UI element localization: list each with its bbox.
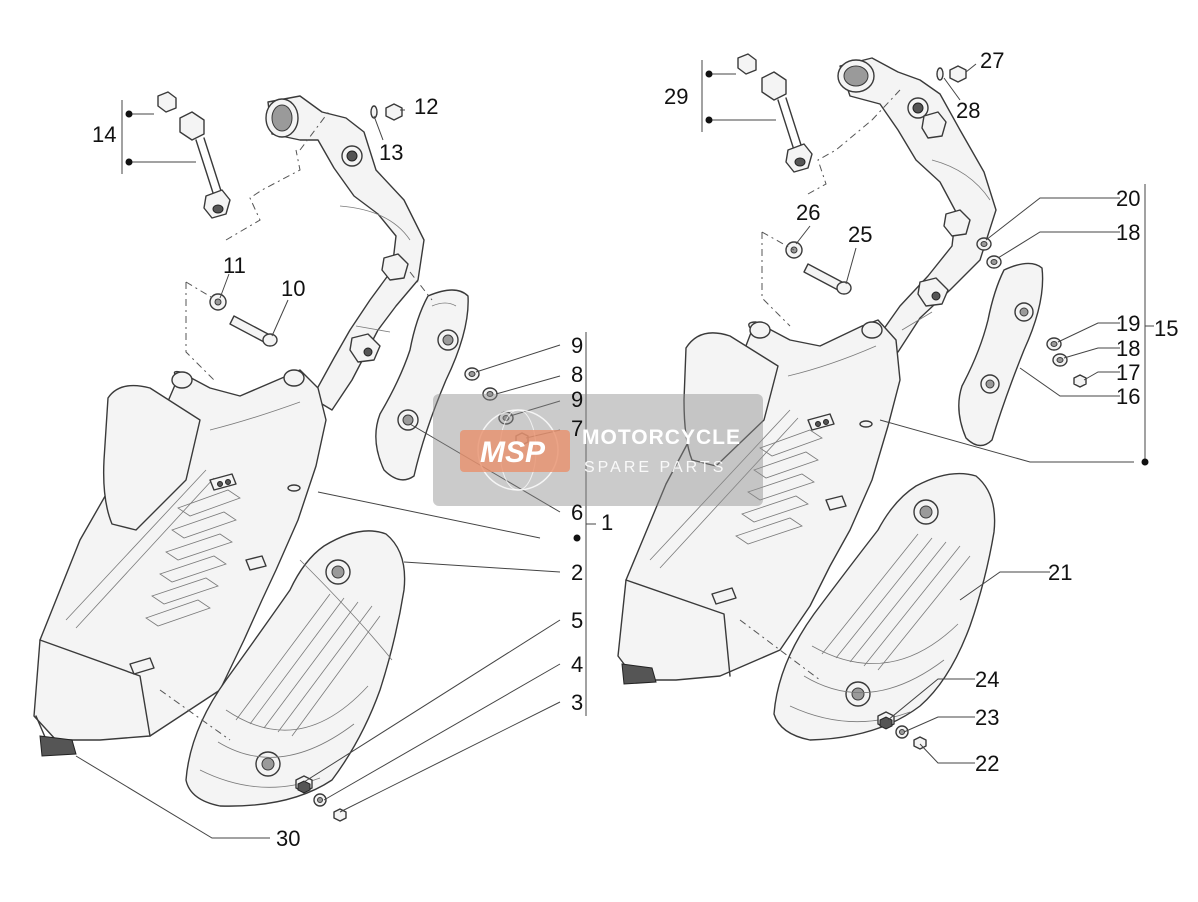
callout-8: 8 xyxy=(571,362,583,387)
callout-14: 14 xyxy=(92,122,116,147)
callout-2: 2 xyxy=(571,560,583,585)
callout-21: 21 xyxy=(1048,560,1072,585)
oxygen-sensor-right xyxy=(737,53,813,173)
callout-16: 16 xyxy=(1116,384,1140,409)
callout-26: 26 xyxy=(796,200,820,225)
callout-29: 29 xyxy=(664,84,688,109)
callout-6: 6 xyxy=(571,500,583,525)
callout-18b: 18 xyxy=(1116,336,1140,361)
callout-30: 30 xyxy=(276,826,300,851)
callout-24: 24 xyxy=(975,667,999,692)
callout-10: 10 xyxy=(281,276,305,301)
heat-shield-large-right xyxy=(773,472,996,741)
silencer-body-left xyxy=(33,369,327,757)
right-exhaust-assembly xyxy=(617,53,1087,750)
callout-4: 4 xyxy=(571,652,583,677)
callout-13: 13 xyxy=(379,140,403,165)
callout-19: 19 xyxy=(1116,311,1140,336)
callout-5: 5 xyxy=(571,608,583,633)
callout-labels: 14 12 13 11 10 9 8 9 7 6 1 2 5 4 3 30 29… xyxy=(92,48,1178,851)
callout-27: 27 xyxy=(980,48,1004,73)
watermark-line2: SPARE PARTS xyxy=(584,459,726,476)
left-exhaust-assembly xyxy=(33,91,529,822)
callout-18a: 18 xyxy=(1116,220,1140,245)
heat-shield-small-left xyxy=(375,289,469,481)
callout-17: 17 xyxy=(1116,360,1140,385)
oxygen-sensor-left xyxy=(157,91,231,219)
exhaust-manifold-right xyxy=(837,57,997,353)
heat-shield-large-left xyxy=(185,530,406,807)
watermark-line1: MOTORCYCLE xyxy=(582,426,741,449)
right-hardware xyxy=(785,65,1087,750)
callout-3: 3 xyxy=(571,690,583,715)
callout-11: 11 xyxy=(223,253,246,278)
callout-20: 20 xyxy=(1116,186,1140,211)
heat-shield-small-right xyxy=(958,262,1044,447)
exhaust-manifold-left xyxy=(265,95,425,411)
right-bracket-dots xyxy=(705,70,1149,466)
callout-22: 22 xyxy=(975,751,999,776)
callout-9a: 9 xyxy=(571,333,583,358)
callout-12: 12 xyxy=(414,94,438,119)
silencer-body-right xyxy=(617,319,901,685)
callout-15: 15 xyxy=(1154,316,1178,341)
callout-28: 28 xyxy=(956,98,980,123)
callout-7: 7 xyxy=(571,416,583,441)
left-hardware xyxy=(209,103,529,822)
callout-9b: 9 xyxy=(571,387,583,412)
callout-25: 25 xyxy=(848,222,872,247)
right-leader-lines xyxy=(701,60,1154,764)
watermark-logo: MSP xyxy=(480,436,546,469)
left-bracket-dots xyxy=(125,110,581,542)
watermark: MSP MOTORCYCLE SPARE PARTS xyxy=(433,394,763,506)
callout-23: 23 xyxy=(975,705,999,730)
callout-1: 1 xyxy=(601,510,613,535)
